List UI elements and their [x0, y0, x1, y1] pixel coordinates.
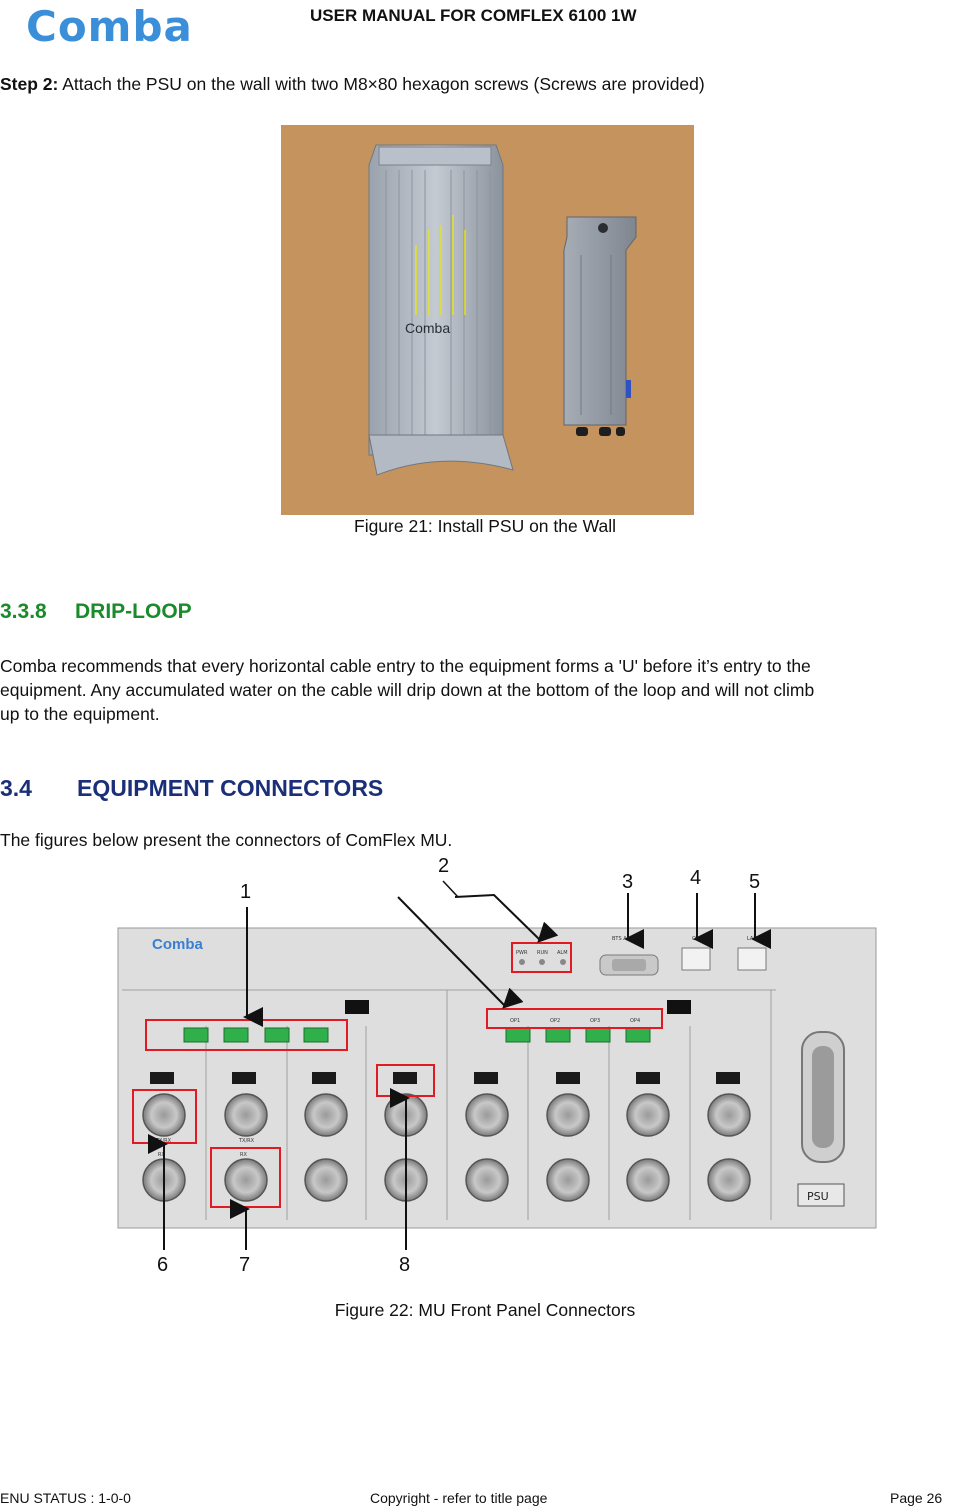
company-logo: Comba [26, 2, 193, 51]
drip-loop-line-1: Comba recommends that every horizontal c… [0, 656, 811, 676]
svg-text:OP1: OP1 [510, 1018, 520, 1024]
psu-label: PSU [807, 1190, 829, 1203]
figure-22: Comba PWR RUN ALM BTS ALM OMT LAN [0, 850, 970, 1290]
svg-text:ALM: ALM [557, 950, 568, 956]
section-number: 3.4 [0, 775, 32, 801]
svg-text:OP4: OP4 [630, 1018, 640, 1024]
figure-21-image: Comba [281, 125, 694, 515]
svg-text:BTS ALM: BTS ALM [612, 936, 634, 942]
footer-copyright: Copyright - refer to title page [370, 1490, 548, 1506]
mu-front-panel-diagram: Comba PWR RUN ALM BTS ALM OMT LAN [117, 855, 877, 1276]
panel-logo: Comba [152, 936, 203, 953]
psu-wall-illustration: Comba [281, 125, 694, 515]
callout-8: 8 [399, 1254, 410, 1276]
drip-loop-line-3: up to the equipment. [0, 704, 160, 724]
footer-status: ENU STATUS : 1-0-0 [0, 1490, 131, 1506]
callout-2: 2 [438, 855, 449, 877]
step-2-label: Step 2: [0, 74, 59, 94]
callout-4: 4 [690, 867, 701, 889]
svg-text:OP3: OP3 [590, 1018, 600, 1024]
figure-22-caption: Figure 22: MU Front Panel Connectors [334, 1300, 636, 1320]
svg-text:RUN: RUN [537, 950, 548, 956]
callout-6: 6 [157, 1254, 168, 1276]
svg-text:OP2: OP2 [550, 1018, 560, 1024]
step-2-paragraph: Step 2: Attach the PSU on the wall with … [0, 72, 970, 96]
svg-text:PWR: PWR [516, 950, 528, 956]
document-title: USER MANUAL FOR COMFLEX 6100 1W [310, 6, 637, 25]
optical-labels: OP1 OP2 OP3 OP4 [510, 1018, 640, 1024]
section-title: DRIP-LOOP [75, 600, 192, 623]
drip-loop-line-2: equipment. Any accumulated water on the … [0, 680, 815, 700]
callout-1: 1 [240, 881, 251, 903]
device-logo: Comba [405, 320, 450, 336]
callout-7: 7 [239, 1254, 250, 1276]
section-3-4-heading: 3.4 EQUIPMENT CONNECTORS [0, 775, 383, 802]
svg-text:OMT: OMT [692, 936, 704, 942]
step-2-text: Attach the PSU on the wall with two M8×8… [58, 74, 705, 94]
section-3-3-8-heading: 3.3.8 DRIP-LOOP [0, 600, 192, 624]
footer-page-number: Page 26 [890, 1490, 943, 1506]
section-title: EQUIPMENT CONNECTORS [77, 775, 384, 801]
section-number: 3.3.8 [0, 600, 47, 623]
callout-3: 3 [622, 871, 633, 893]
figure-21-caption: Figure 21: Install PSU on the Wall [354, 516, 616, 536]
svg-text:RX: RX [240, 1152, 247, 1158]
bts-alarm-port: BTS ALM [599, 936, 659, 976]
svg-text:TX/RX: TX/RX [238, 1138, 255, 1144]
led-indicators: PWR RUN ALM [516, 950, 568, 965]
connectors-intro: The figures below present the connectors… [0, 830, 453, 850]
callout-5: 5 [749, 871, 760, 893]
svg-text:RX: RX [158, 1152, 165, 1158]
